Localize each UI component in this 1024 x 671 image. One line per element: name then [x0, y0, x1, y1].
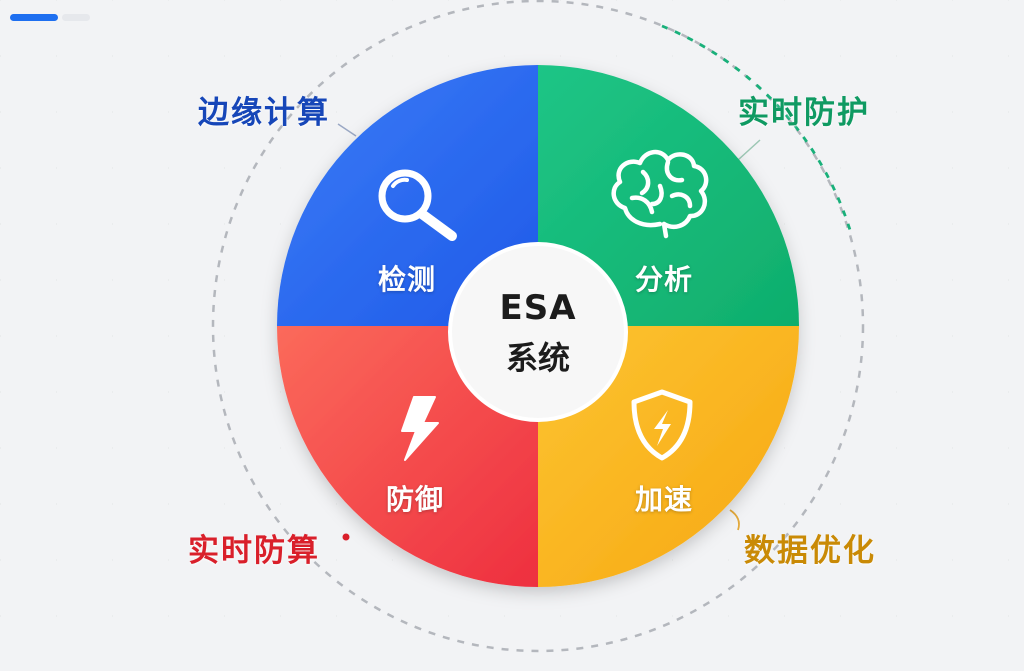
- lightning-bolt-icon: [401, 396, 439, 461]
- center-title: ESA: [499, 288, 577, 328]
- outer-orbit: [211, 0, 865, 653]
- shield-bolt-icon: [631, 389, 693, 461]
- outer-label-bottom-right: 数据优化: [744, 533, 876, 569]
- connector-top-left: [337, 123, 357, 137]
- slide-progress-indicator: [10, 14, 90, 21]
- connector-bottom-right: [729, 509, 740, 531]
- connector-dot-bottom-left: [342, 533, 350, 541]
- segment-analyze: [538, 65, 799, 326]
- segment-label-accelerate: 加速: [634, 483, 694, 516]
- progress-active-bar: [10, 14, 58, 21]
- magnifier-icon: [378, 169, 457, 241]
- segment-label-detect: 检测: [377, 263, 437, 296]
- outer-label-bottom-left: 实时防算: [188, 533, 320, 569]
- outer-label-top-right: 实时防护: [738, 95, 870, 131]
- segment-detect: [277, 65, 538, 326]
- connector-top-right: [737, 139, 761, 161]
- segment-label-defend: 防御: [385, 483, 445, 516]
- center-subtitle: 系统: [505, 339, 571, 377]
- center-hub: [448, 242, 628, 422]
- outer-label-top-left: 边缘计算: [198, 95, 330, 131]
- brain-icon: [611, 149, 709, 239]
- progress-inactive-bar: [62, 14, 90, 21]
- segment-label-analyze: 分析: [634, 263, 694, 296]
